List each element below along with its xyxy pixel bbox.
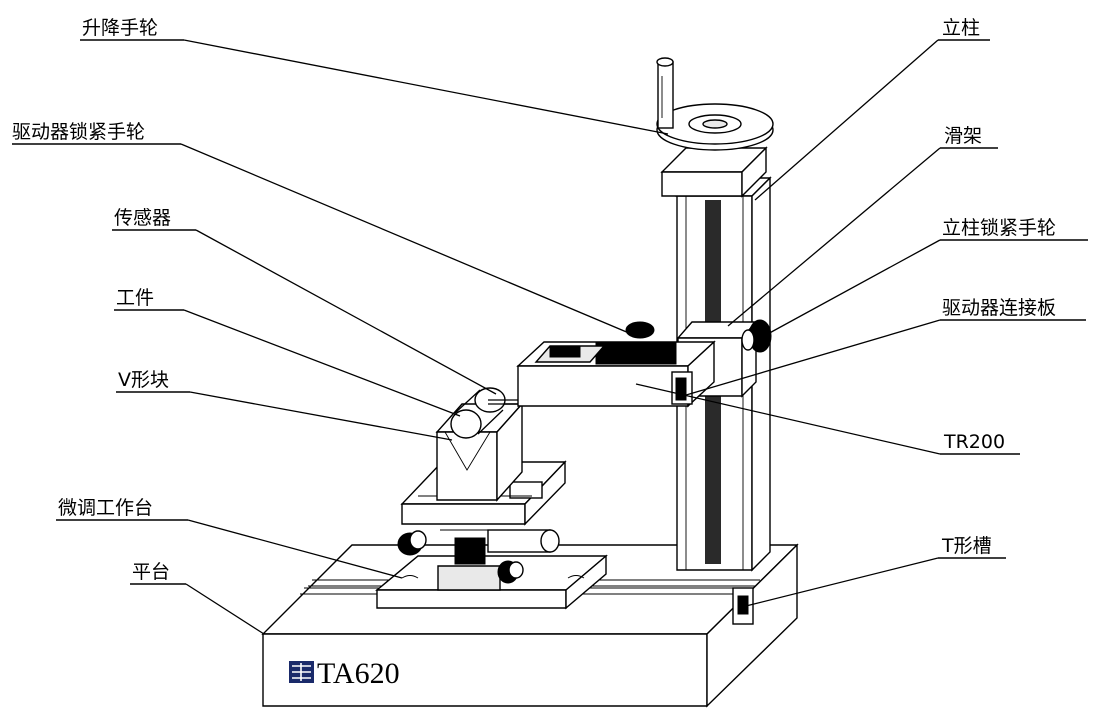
label-platform: 平台 (132, 561, 170, 583)
brand-logo-icon (289, 661, 314, 683)
label-drive-lock-handwheel: 驱动器锁紧手轮 (12, 121, 145, 143)
tr200-drive (488, 321, 716, 408)
label-tr200: TR200 (943, 431, 1005, 453)
label-drive-connect-plate: 驱动器连接板 (942, 297, 1056, 319)
label-column: 立柱 (942, 17, 980, 39)
lift-handwheel (656, 57, 774, 151)
fine-tune-table (375, 529, 608, 610)
label-sensor: 传感器 (114, 207, 171, 229)
label-carriage: 滑架 (944, 125, 982, 147)
column (660, 146, 772, 572)
label-t-slot: T形槽 (941, 535, 992, 557)
label-column-lock-handwheel: 立柱锁紧手轮 (942, 217, 1056, 239)
label-handwheel-lift: 升降手轮 (82, 17, 158, 39)
model-label: TA620 (317, 657, 400, 690)
label-workpiece: 工件 (116, 287, 154, 309)
label-v-block: V形块 (118, 369, 169, 391)
callouts (12, 39, 1088, 635)
base-platform (261, 543, 799, 708)
label-fine-tune-table: 微调工作台 (58, 497, 153, 519)
